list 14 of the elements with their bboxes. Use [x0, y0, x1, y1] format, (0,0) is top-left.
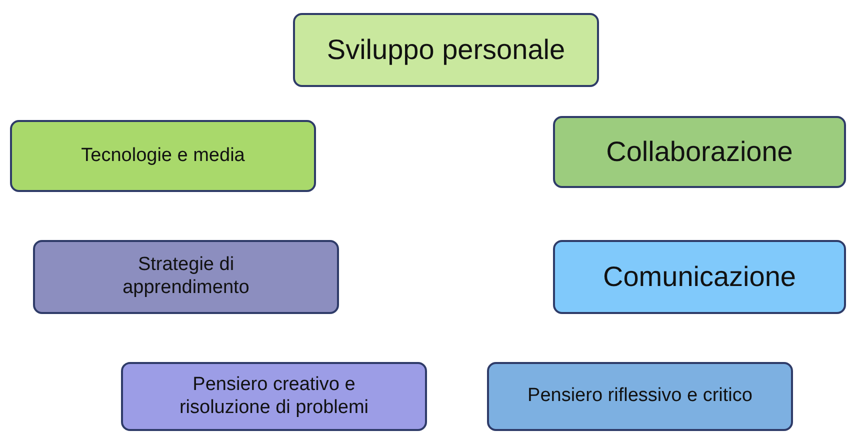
topic-label: Sviluppo personale: [326, 33, 566, 67]
topic-label: Strategie di apprendimento: [122, 254, 250, 300]
topic-box: [293, 13, 599, 87]
topic-box: [10, 120, 316, 192]
topic-label: Comunicazione: [603, 260, 796, 294]
topic-box: [33, 240, 339, 314]
topic-box: [553, 240, 846, 314]
topic-box: [553, 116, 846, 188]
topic-box: [121, 362, 427, 431]
topic-label: Tecnologie e media: [81, 144, 245, 168]
topic-label: Collaborazione: [606, 135, 793, 169]
topic-box: [487, 362, 793, 431]
topic-label: Pensiero creativo e risoluzione di problemi: [178, 374, 370, 420]
topic-label: Pensiero riflessivo e critico: [528, 385, 752, 408]
